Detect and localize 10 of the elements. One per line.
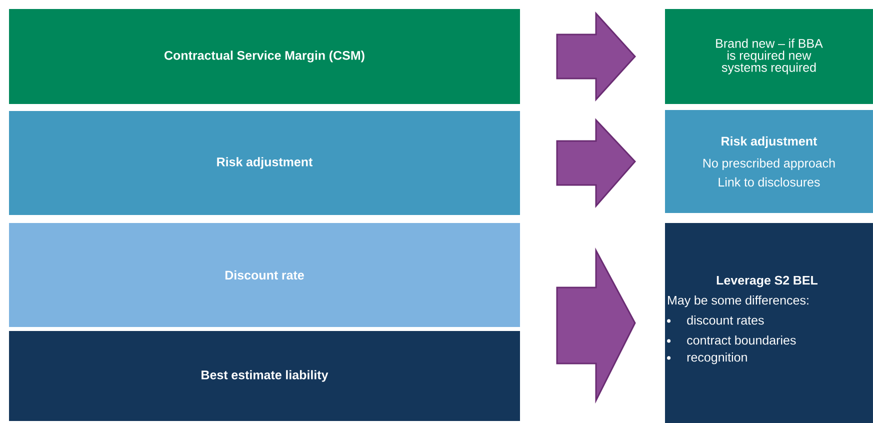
block-arrow <box>556 118 636 208</box>
text-box: Leverage S2 BEL May be some differences: discount rates contract boundaries recognition <box>665 223 873 423</box>
text-box: Risk adjustment <box>9 111 520 215</box>
text-box: Discount rate <box>9 223 520 327</box>
text-box: Contractual Service Margin (CSM) <box>9 9 520 104</box>
text-box: Best estimate liability <box>9 331 520 421</box>
block-arrow <box>556 12 636 102</box>
text-box: Brand new – if BBA is required new systems required <box>665 9 873 104</box>
block-arrow <box>556 248 636 404</box>
text-box: Risk adjustment No prescribed approach Link to disclosures <box>665 110 873 213</box>
